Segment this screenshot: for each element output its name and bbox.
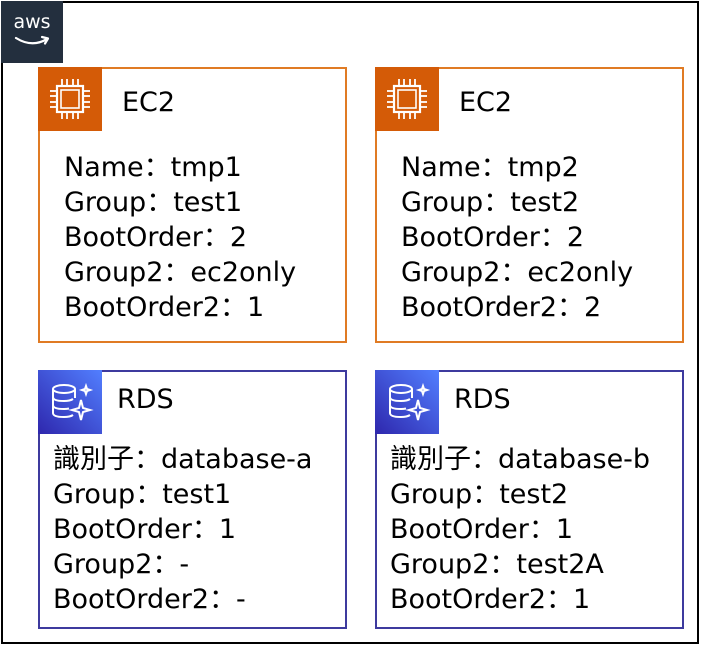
property-line: BootOrder：2 [64,222,248,253]
card-title: EC2 [459,87,513,118]
aws-logo: aws [1,1,63,63]
property-line: Group2：ec2only [64,257,297,288]
property-line: BootOrder：1 [390,514,574,545]
ec2-card-tmp1: EC2 Name：tmp1 Group：test1 BootOrder：2 Gr… [38,67,347,343]
property-line: Group：test2 [390,479,569,510]
property-list: Name：tmp1 Group：test1 BootOrder：2 Group2… [64,150,296,325]
property-line: BootOrder2：1 [64,292,265,323]
property-line: 識別子：database-b [390,444,651,475]
property-line: Name：tmp2 [401,152,579,183]
ec2-card-tmp2: EC2 Name：tmp2 Group：test2 BootOrder：2 Gr… [375,67,684,343]
property-line: BootOrder：1 [53,514,237,545]
property-line: Group：test2 [401,187,580,218]
rds-database-icon [38,370,102,434]
property-line: Group2：- [53,549,190,580]
property-line: Name：tmp1 [64,152,242,183]
card-title: EC2 [122,87,176,118]
property-line: BootOrder：2 [401,222,585,253]
rds-card-database-a: RDS 識別子：database-a Group：test1 BootOrder… [38,370,347,629]
property-list: Name：tmp2 Group：test2 BootOrder：2 Group2… [401,150,633,325]
property-list: 識別子：database-b Group：test2 BootOrder：1 G… [390,442,650,617]
ec2-chip-icon [375,67,439,131]
aws-smile-icon [14,35,50,45]
property-line: Group：test1 [53,479,232,510]
rds-database-icon [375,370,439,434]
property-line: 識別子：database-a [53,444,313,475]
property-line: BootOrder2：1 [390,584,591,615]
rds-card-database-b: RDS 識別子：database-b Group：test2 BootOrder… [375,370,684,629]
property-line: BootOrder2：2 [401,292,602,323]
property-line: Group：test1 [64,187,243,218]
card-title: RDS [117,384,174,415]
property-line: Group2：test2A [390,549,604,580]
property-line: Group2：ec2only [401,257,634,288]
property-line: BootOrder2：- [53,584,246,615]
aws-logo-text: aws [13,11,51,33]
card-title: RDS [454,384,511,415]
ec2-chip-icon [38,67,102,131]
property-list: 識別子：database-a Group：test1 BootOrder：1 G… [53,442,312,617]
